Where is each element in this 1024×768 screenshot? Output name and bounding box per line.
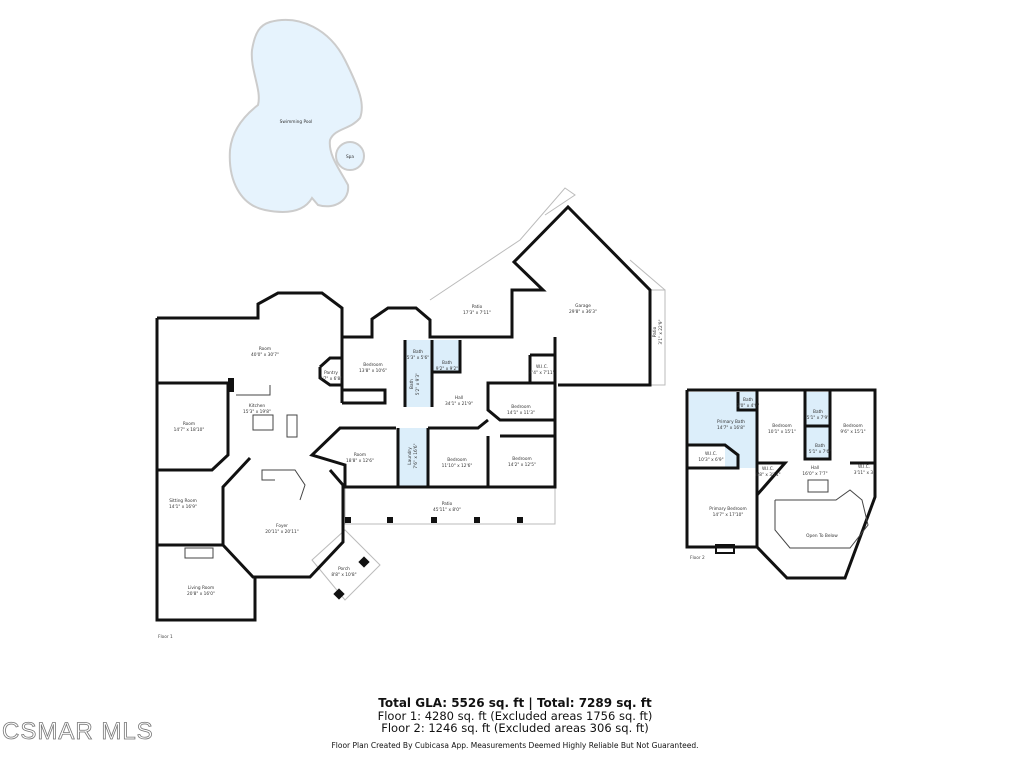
room-label: Porch	[338, 566, 350, 572]
mls-logo: CSMAR MLS	[2, 718, 154, 746]
room-label: Open To Below	[806, 533, 838, 539]
room-dims: 20'11" x 20'11"	[265, 529, 298, 535]
room-label: Living Room	[188, 585, 214, 591]
room-label: Laundry	[407, 447, 413, 465]
floor1-room-labels: Room 40'0" x 30'7" Pantry 4'7" x 6'8" Be…	[158, 303, 664, 640]
room-dims: 5'2" x 9'3"	[415, 373, 421, 396]
floor1-outdoor-lines	[311, 187, 666, 601]
room-dims: 29'8" x 36'3"	[569, 309, 597, 315]
room-label: Bedroom	[363, 362, 382, 368]
room-label: Pantry	[324, 370, 338, 376]
room-dims: 17'3" x 7'11"	[463, 310, 491, 316]
floor2-room-labels: Primary Bath 14'7" x 16'8" Bath 3'0" x 4…	[690, 397, 874, 561]
room-dims: 14'7" x 18'10"	[174, 427, 205, 433]
room-label: Foyer	[276, 523, 288, 529]
room-dims: 14'1" x 11'3"	[507, 410, 535, 416]
room-label: Room	[354, 452, 366, 458]
room-dims: 10'1" x 15'1"	[768, 429, 796, 435]
room-dims: 14'7" x 17'10"	[713, 512, 744, 518]
room-label: Garage	[575, 303, 591, 309]
floor1-area: Floor 1: 4280 sq. ft (Excluded areas 175…	[377, 709, 653, 723]
room-dims: 13'8" x 10'6"	[359, 368, 387, 374]
room-label: W.I.C.	[762, 466, 774, 472]
room-label: W.I.C.	[858, 464, 870, 470]
room-dims: 20'8" x 16'0"	[187, 591, 215, 597]
room-dims: 16'0" x 7'7"	[802, 471, 827, 477]
room-label: Bath	[813, 409, 823, 415]
room-dims: 3'1" x 22'9"	[658, 319, 664, 344]
room-dims: 45'11" x 8'0"	[433, 507, 461, 513]
spa-label: Spa	[346, 154, 354, 160]
room-label: Patio	[442, 501, 453, 507]
room-dims: 5'1" x 7'9"	[807, 415, 830, 421]
room-dims: 8'8" x 10'8"	[331, 572, 356, 578]
room-label: Patio	[652, 326, 658, 337]
floor2-label: Floor 2	[690, 555, 705, 561]
room-dims: 9'6" x 15'1"	[840, 429, 865, 435]
room-label: W.I.C.	[705, 451, 717, 457]
room-label: Room	[259, 346, 271, 352]
floor2-walls	[685, 388, 877, 580]
room-label: Room	[183, 421, 195, 427]
room-dims: 3'0" x 4'9"	[737, 403, 760, 409]
room-dims: 3'11" x 3'	[854, 470, 875, 476]
room-label: Sitting Room	[169, 498, 197, 504]
room-label: Bath	[442, 360, 452, 366]
total-area: Total GLA: 5526 sq. ft | Total: 7289 sq.…	[378, 696, 652, 710]
floor1-walls	[155, 204, 652, 622]
pool-label: Swimming Pool	[280, 119, 313, 125]
room-label: Primary Bedroom	[709, 506, 746, 512]
floor1-label: Floor 1	[158, 634, 173, 640]
room-dims: 14'1" x 16'9"	[169, 504, 197, 510]
room-label: Bedroom	[447, 457, 466, 463]
room-label: Bedroom	[772, 423, 791, 429]
room-dims: 40'0" x 30'7"	[251, 352, 279, 358]
room-label: Primary Bath	[717, 419, 745, 425]
disclaimer: Floor Plan Created By Cubicasa App. Meas…	[331, 741, 699, 750]
room-dims: 18'8" x 12'6"	[346, 458, 374, 464]
room-dims: 14'2" x 12'5"	[508, 462, 536, 468]
swimming-pool: Swimming Pool	[228, 19, 363, 213]
room-label: Bath	[409, 379, 415, 389]
room-label: Bath	[815, 443, 825, 449]
floor2-area: Floor 2: 1246 sq. ft (Excluded areas 306…	[381, 721, 649, 735]
room-dims: 11'10" x 12'6"	[442, 463, 473, 469]
room-dims: 5'1" x 7'6"	[809, 449, 832, 455]
room-dims: 4'4" x 7'11"	[529, 370, 554, 376]
room-dims: 34'1" x 21'9"	[445, 401, 473, 407]
room-dims: 4'7" x 6'8"	[320, 376, 343, 382]
room-dims: 4'8" x 3'11"	[755, 472, 780, 478]
spa: Spa	[335, 141, 365, 171]
room-label: Bedroom	[511, 404, 530, 410]
room-label: Hall	[455, 395, 463, 401]
room-dims: 5'3" x 5'6"	[407, 355, 430, 361]
room-dims: 10'3" x 6'9"	[698, 457, 723, 463]
room-label: Hall	[811, 465, 819, 471]
room-label: Patio	[472, 304, 483, 310]
room-label: Kitchen	[249, 403, 265, 409]
room-label: Bath	[413, 349, 423, 355]
room-dims: 9'2" x 9'2"	[436, 366, 459, 372]
room-label: Bedroom	[843, 423, 862, 429]
room-label: W.I.C.	[536, 364, 548, 370]
room-dims: 15'3" x 19'8"	[243, 409, 271, 415]
room-dims: 14'7" x 16'8"	[717, 425, 745, 431]
room-label: Bedroom	[512, 456, 531, 462]
room-dims: 7'6" x 16'6"	[413, 443, 419, 468]
room-label: Bath	[743, 397, 753, 403]
